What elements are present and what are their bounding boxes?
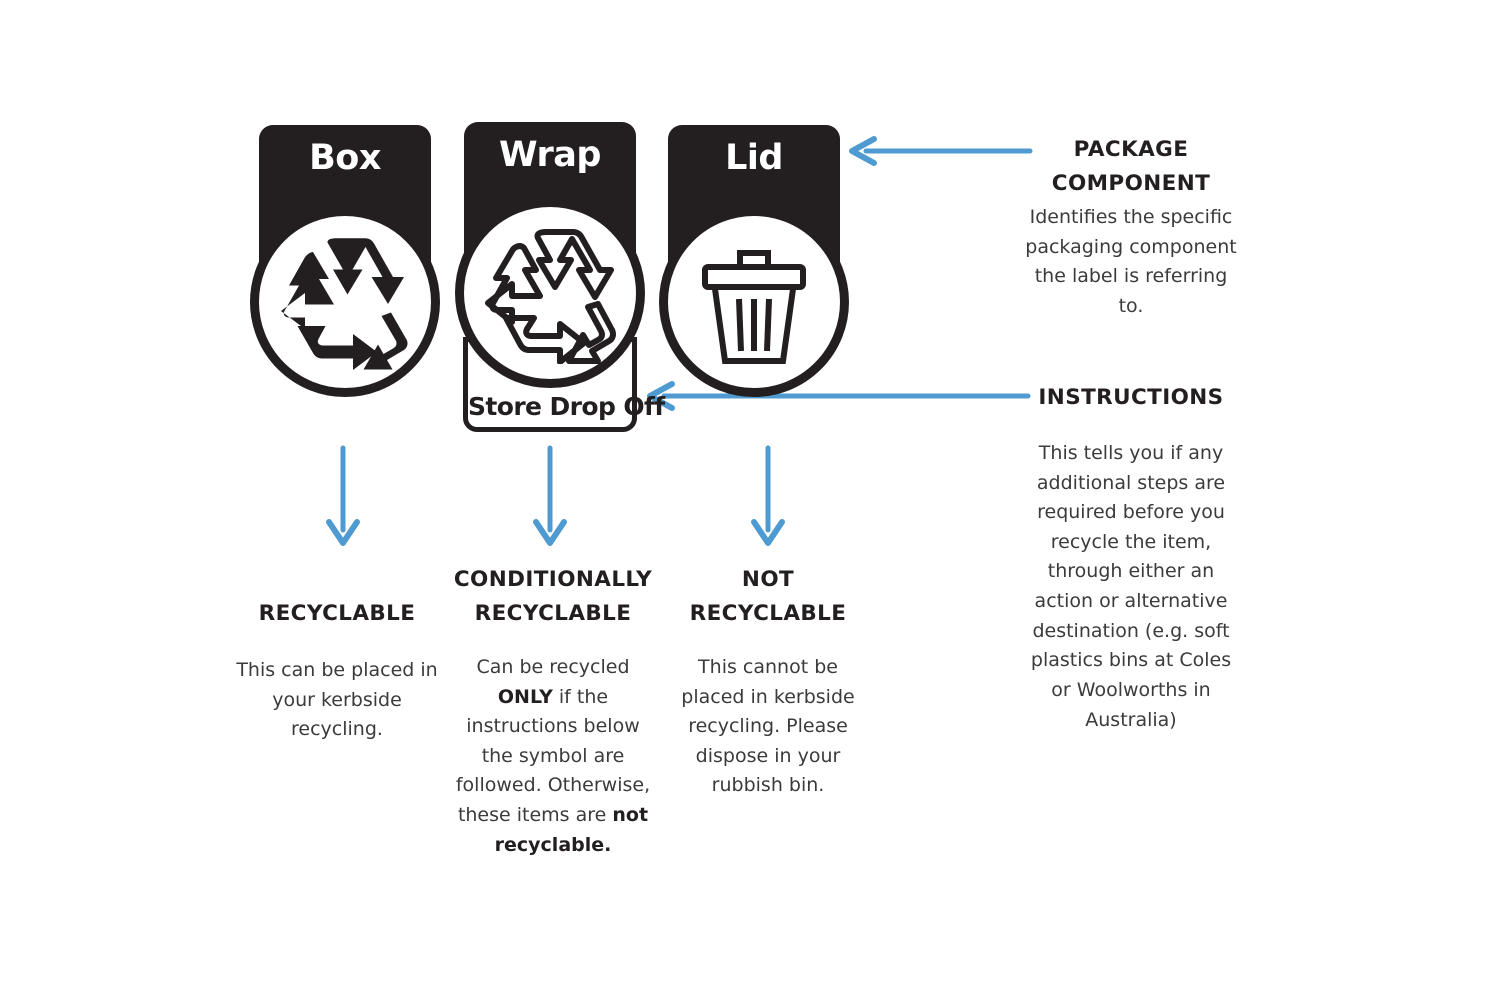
badge-disc-box — [250, 207, 440, 397]
plain-text: This can be placed in your kerbside recy… — [236, 659, 438, 741]
plain-text: This cannot be placed in kerbside recycl… — [681, 655, 855, 797]
recycle-outline-icon — [476, 222, 624, 364]
badge-header-box: Box — [259, 125, 431, 215]
outcome-body-conditionally-recyclable: Can be recycled ONLY if the instructions… — [448, 653, 658, 860]
badge-title-lid: Lid — [725, 138, 783, 178]
outcome-column-recyclable: RECYCLABLE This can be placed in your ke… — [228, 563, 446, 745]
arrow-to-instructions — [646, 381, 1031, 411]
callout-heading-instructions: INSTRUCTIONS — [1038, 385, 1224, 410]
outcome-body-not-recyclable: This cannot be placed in kerbside recycl… — [668, 653, 868, 801]
callout-body-instructions: This tells you if any additional steps a… — [1030, 441, 1232, 731]
outcome-body-recyclable: This can be placed in your kerbside recy… — [228, 656, 446, 745]
badge-disc-wrap — [455, 198, 645, 388]
callout-instructions: INSTRUCTIONS This tells you if any addit… — [1021, 381, 1241, 735]
rubbish-bin-icon — [698, 237, 810, 367]
arrow-down-box — [318, 445, 368, 546]
badge-title-wrap: Wrap — [499, 135, 601, 175]
callout-body-package-component: Identifies the specific packaging compon… — [1025, 205, 1237, 317]
badge-title-box: Box — [309, 138, 381, 178]
outcome-heading-not-recyclable: NOT RECYCLABLE — [689, 567, 847, 626]
recycle-solid-icon — [275, 234, 415, 370]
badge-sublabel-wrap: Store Drop Off — [468, 392, 665, 421]
package-badge-wrap: Wrap Store Drop Off — [455, 122, 665, 432]
callout-heading-package-component: PACKAGE COMPONENT — [1051, 137, 1211, 196]
outcome-column-not-recyclable: NOT RECYCLABLE This cannot be placed in … — [668, 563, 868, 801]
badge-disc-lid — [659, 207, 849, 397]
badge-header-lid: Lid — [668, 125, 840, 215]
emphasis-text: not recyclable. — [494, 804, 649, 856]
arrow-down-wrap — [525, 445, 575, 546]
callout-package-component: PACKAGE COMPONENT Identifies the specifi… — [1021, 133, 1241, 321]
outcome-heading-conditionally-recyclable: CONDITIONALLY RECYCLABLE — [453, 567, 653, 626]
package-badge-lid: Lid — [659, 125, 849, 397]
outcome-column-conditionally-recyclable: CONDITIONALLY RECYCLABLE Can be recycled… — [448, 563, 658, 860]
plain-text: if the instructions below the symbol are… — [455, 685, 651, 827]
arrow-to-package-component — [848, 136, 1033, 166]
package-badge-box: Box — [250, 125, 440, 397]
outcome-heading-recyclable: RECYCLABLE — [258, 601, 416, 626]
emphasis-text: ONLY — [497, 685, 553, 708]
arrow-down-lid — [743, 445, 793, 546]
plain-text: Can be recycled — [476, 655, 630, 678]
